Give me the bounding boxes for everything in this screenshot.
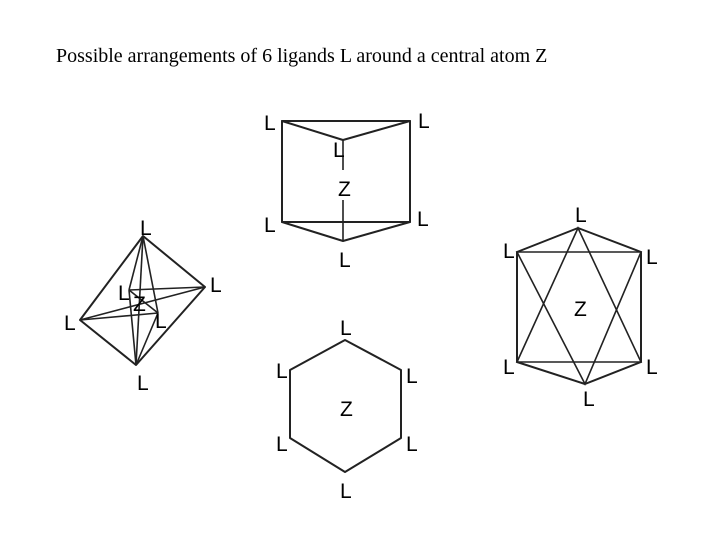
hexagon-center-atom: Z: [340, 398, 353, 421]
prism-ligand-bottom-front: L: [339, 249, 351, 272]
octahedron-ligand-front: L: [155, 310, 167, 333]
prism-bottom-face: [281, 221, 411, 242]
hexagon-ligand-upper-left: L: [276, 360, 288, 383]
prism-ligand-bottom-right: L: [417, 208, 429, 231]
octahedron-center-atom: Z: [133, 293, 146, 316]
octahedron-diagram: L L L Z L L L: [64, 217, 222, 395]
antiprism-ligand-bottom: L: [583, 388, 595, 411]
antiprism-ligand-lower-right: L: [646, 356, 658, 379]
hexagon-ligand-lower-left: L: [276, 433, 288, 456]
prism-ligand-bottom-left: L: [264, 214, 276, 237]
octahedron-equator-1: [79, 286, 206, 321]
antiprism-ligand-top: L: [575, 204, 587, 227]
octahedron-equator-3: [128, 286, 206, 291]
octahedron-ligand-back: L: [118, 282, 130, 305]
octahedron-ligand-top: L: [140, 217, 152, 240]
octahedron-equator-4: [79, 312, 159, 321]
antiprism-ligand-upper-right: L: [646, 246, 658, 269]
octahedron-ligand-right: L: [210, 274, 222, 297]
antiprism-ligand-lower-left: L: [503, 356, 515, 379]
octahedron-axis: [135, 235, 144, 366]
hexagon-outline: [289, 339, 402, 473]
octahedron-equator-2: [128, 289, 159, 314]
antiprism-upper-triangle: [515, 251, 643, 386]
prism-top-face: [281, 120, 411, 141]
trigonal-prism-diagram: L L L Z L L L: [264, 110, 430, 272]
hexagon-ligand-upper-right: L: [406, 365, 418, 388]
trigonal-antiprism-diagram: L L L Z L L L: [503, 204, 658, 411]
antiprism-lower-triangle: [515, 226, 643, 363]
prism-ligand-top-left: L: [264, 112, 276, 135]
antiprism-ligand-upper-left: L: [503, 240, 515, 263]
octahedron-bottom-front: [135, 312, 159, 366]
hexagon-diagram: L L L Z L L L: [276, 317, 418, 503]
octahedron-bottom-back: [128, 289, 137, 366]
octahedron-top-front: [142, 235, 159, 314]
prism-ligand-top-right: L: [418, 110, 430, 133]
hexagon-ligand-top: L: [340, 317, 352, 340]
octahedron-ligand-left: L: [64, 312, 76, 335]
prism-ligand-top-front: L: [333, 139, 345, 162]
hexagon-ligand-lower-right: L: [406, 433, 418, 456]
hexagon-ligand-bottom: L: [340, 480, 352, 503]
antiprism-center-atom: Z: [574, 298, 587, 321]
octahedron-top-back: [128, 235, 144, 291]
prism-center-atom: Z: [338, 178, 351, 201]
slide-title: Possible arrangements of 6 ligands L aro…: [56, 45, 547, 67]
octahedron-ligand-bottom: L: [137, 372, 149, 395]
